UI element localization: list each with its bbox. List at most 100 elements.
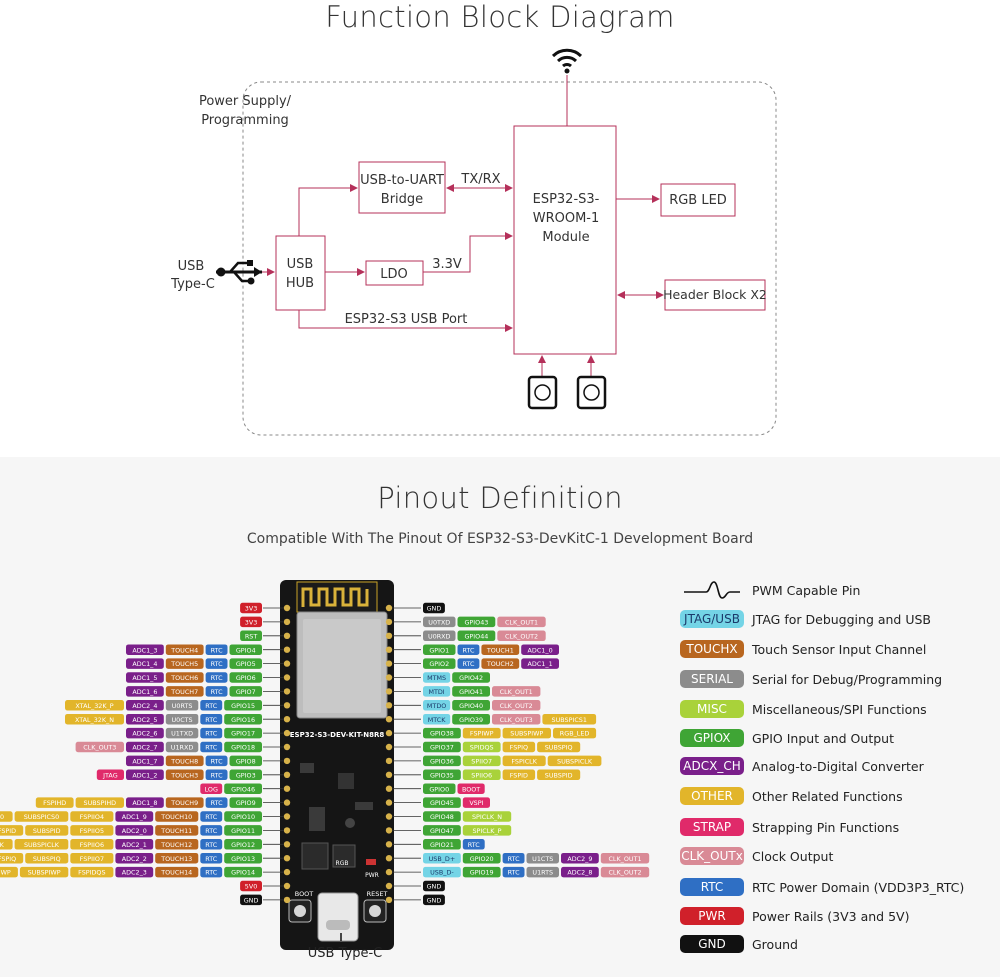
svg-text:5V0: 5V0	[245, 883, 258, 891]
legend-text: Strapping Pin Functions	[752, 819, 900, 835]
pinout-subtitle: Compatible With The Pinout Of ESP32-S3-D…	[246, 531, 754, 547]
pin-chip-fspiwp: FSPIWP	[0, 866, 18, 878]
svg-text:GPIO37: GPIO37	[430, 744, 454, 752]
svg-text:FSPID: FSPID	[0, 827, 16, 835]
pin-chip-adc1-1: ADC1_1	[521, 658, 559, 669]
legend-chip: CLK_OUTx	[680, 847, 744, 865]
ldo-box	[365, 260, 424, 286]
header-block-label: Header Block X2	[663, 287, 767, 302]
pin-chip-gpio7: GPIO7	[229, 686, 262, 697]
legend-chip: ADCX_CH	[680, 757, 744, 775]
legend-chip: JTAG/USB	[680, 610, 744, 628]
svg-text:RTC: RTC	[508, 855, 521, 863]
svg-text:FSPIIO4: FSPIIO4	[80, 813, 104, 821]
pin-chip-touch11: TOUCH11	[155, 825, 199, 836]
pin-chip-touch9: TOUCH9	[165, 797, 204, 808]
svg-text:TOUCH14: TOUCH14	[160, 869, 192, 877]
pin-chip-rtc: RTC	[200, 852, 223, 864]
svg-text:RTC: RTC	[211, 799, 224, 807]
pin-chip-3v3: 3V3	[240, 616, 262, 628]
pin-chip-rtc: RTC	[457, 658, 480, 669]
legend-text: JTAG for Debugging and USB	[752, 611, 931, 627]
svg-text:RTC: RTC	[211, 646, 224, 654]
svg-text:ADC1_6: ADC1_6	[132, 688, 157, 696]
svg-text:GPIO42: GPIO42	[459, 674, 483, 682]
pin-chip-fspid: FSPID	[502, 769, 536, 781]
pin-chip-touch2: TOUCH2	[481, 658, 520, 669]
pin-chip-gpio45: GPIO45	[423, 797, 461, 808]
pin-chip-gpio5: GPIO5	[229, 658, 262, 669]
pin-chip-clk-out1: CLK_OUT1	[600, 852, 650, 864]
usb-icon	[216, 260, 262, 285]
pin-chip-clk-out2: CLK_OUT2	[600, 866, 650, 878]
svg-text:U1RXD: U1RXD	[171, 744, 194, 752]
legend-chip: TOUCHX	[680, 640, 744, 658]
pin-chip-gpio8: GPIO8	[229, 755, 262, 767]
pin-chip-rtc: RTC	[200, 741, 223, 753]
svg-text:ADC1_0: ADC1_0	[528, 646, 553, 654]
pin-chip-boot: BOOT	[457, 783, 485, 794]
svg-text:GPIO17: GPIO17	[231, 730, 255, 738]
pin-chip-fspid: FSPID	[0, 825, 24, 836]
pin-chip-clk-out3: CLK_OUT3	[75, 741, 124, 753]
svg-text:GPIO43: GPIO43	[464, 619, 488, 627]
pin-chip-touch13: TOUCH13	[155, 852, 199, 864]
svg-text:GPIO36: GPIO36	[430, 758, 454, 766]
svg-text:TOUCH12: TOUCH12	[160, 841, 192, 849]
pin-chip-rtc: RTC	[502, 852, 525, 864]
pin-chip-mtck: MTCK	[423, 713, 451, 725]
pin-chip-subspiwp: SUBSPIWP	[19, 866, 69, 878]
legend-text: Analog-to-Digital Converter	[752, 758, 924, 774]
usb-type-c-label: USB Type-C	[308, 946, 382, 961]
svg-text:TOUCH5: TOUCH5	[170, 660, 198, 668]
svg-text:GPIO4: GPIO4	[236, 646, 256, 654]
power-supply-label-1: Power Supply/	[199, 94, 292, 109]
svg-text:RTC: RTC	[205, 730, 218, 738]
pin-chip-rtc: RTC	[205, 658, 228, 669]
reset-button-icon	[576, 375, 607, 410]
pin-chip-touch14: TOUCH14	[155, 866, 199, 878]
pin-chip-u1cts: U1CTS	[526, 852, 559, 864]
svg-text:GPIO19: GPIO19	[470, 869, 494, 877]
pin-chip-spiio7: SPIIO7	[462, 755, 501, 767]
svg-text:RTC: RTC	[462, 660, 475, 668]
svg-text:ADC2_6: ADC2_6	[132, 730, 157, 738]
function-block-diagram: Power Supply/ Programming USB Type-C USB…	[170, 48, 777, 436]
svg-text:GPIO47: GPIO47	[430, 827, 454, 835]
svg-text:TOUCH4: TOUCH4	[170, 646, 198, 654]
pin-chip-spiclk-n: SPICLK_N	[462, 811, 512, 822]
svg-text:CLK_OUT3: CLK_OUT3	[500, 716, 533, 724]
svg-text:RTC: RTC	[211, 688, 224, 696]
legend-chip: GPIOX	[680, 729, 744, 747]
pin-chip-5v0: 5V0	[240, 880, 262, 892]
svg-text:SPICLK_N: SPICLK_N	[472, 813, 502, 821]
pin-chip-xtal-32k-n: XTAL_32K_N	[65, 713, 124, 725]
pin-chip-subspiwp: SUBSPIWP	[502, 727, 551, 739]
svg-text:U0TXD: U0TXD	[428, 619, 450, 627]
svg-text:SUBSPICS1: SUBSPICS1	[552, 716, 587, 724]
pin-chip-gpio11: GPIO11	[224, 825, 262, 836]
svg-text:RTC: RTC	[205, 869, 218, 877]
svg-text:RGB_LED: RGB_LED	[560, 730, 590, 738]
svg-text:VSPI: VSPI	[469, 799, 483, 807]
wifi-icon	[551, 48, 583, 74]
pin-chip-touch8: TOUCH8	[165, 755, 204, 767]
pin-chip-gpio18: GPIO18	[224, 741, 262, 753]
svg-text:U0CTS: U0CTS	[171, 716, 192, 724]
pin-chip-adc1-6: ADC1_6	[126, 686, 164, 697]
pin-chip-u0txd: U0TXD	[423, 616, 456, 628]
pin-chip-gpio2: GPIO2	[423, 658, 456, 669]
esp32-module-box	[513, 125, 617, 355]
pin-chip-fspiwp: FSPIWP	[462, 727, 501, 739]
boot-small-label: BOOT	[295, 890, 314, 898]
pin-chip-adc2-0: ADC2_0	[115, 825, 154, 836]
svg-text:JTAG: JTAG	[102, 771, 118, 779]
svg-text:SPIIO7: SPIIO7	[471, 758, 492, 766]
svg-text:GPIO46: GPIO46	[231, 785, 255, 793]
svg-text:FSPIWP: FSPIWP	[470, 730, 494, 738]
svg-text:ADC1_2: ADC1_2	[132, 771, 157, 779]
svg-text:U1TXD: U1TXD	[171, 730, 193, 738]
